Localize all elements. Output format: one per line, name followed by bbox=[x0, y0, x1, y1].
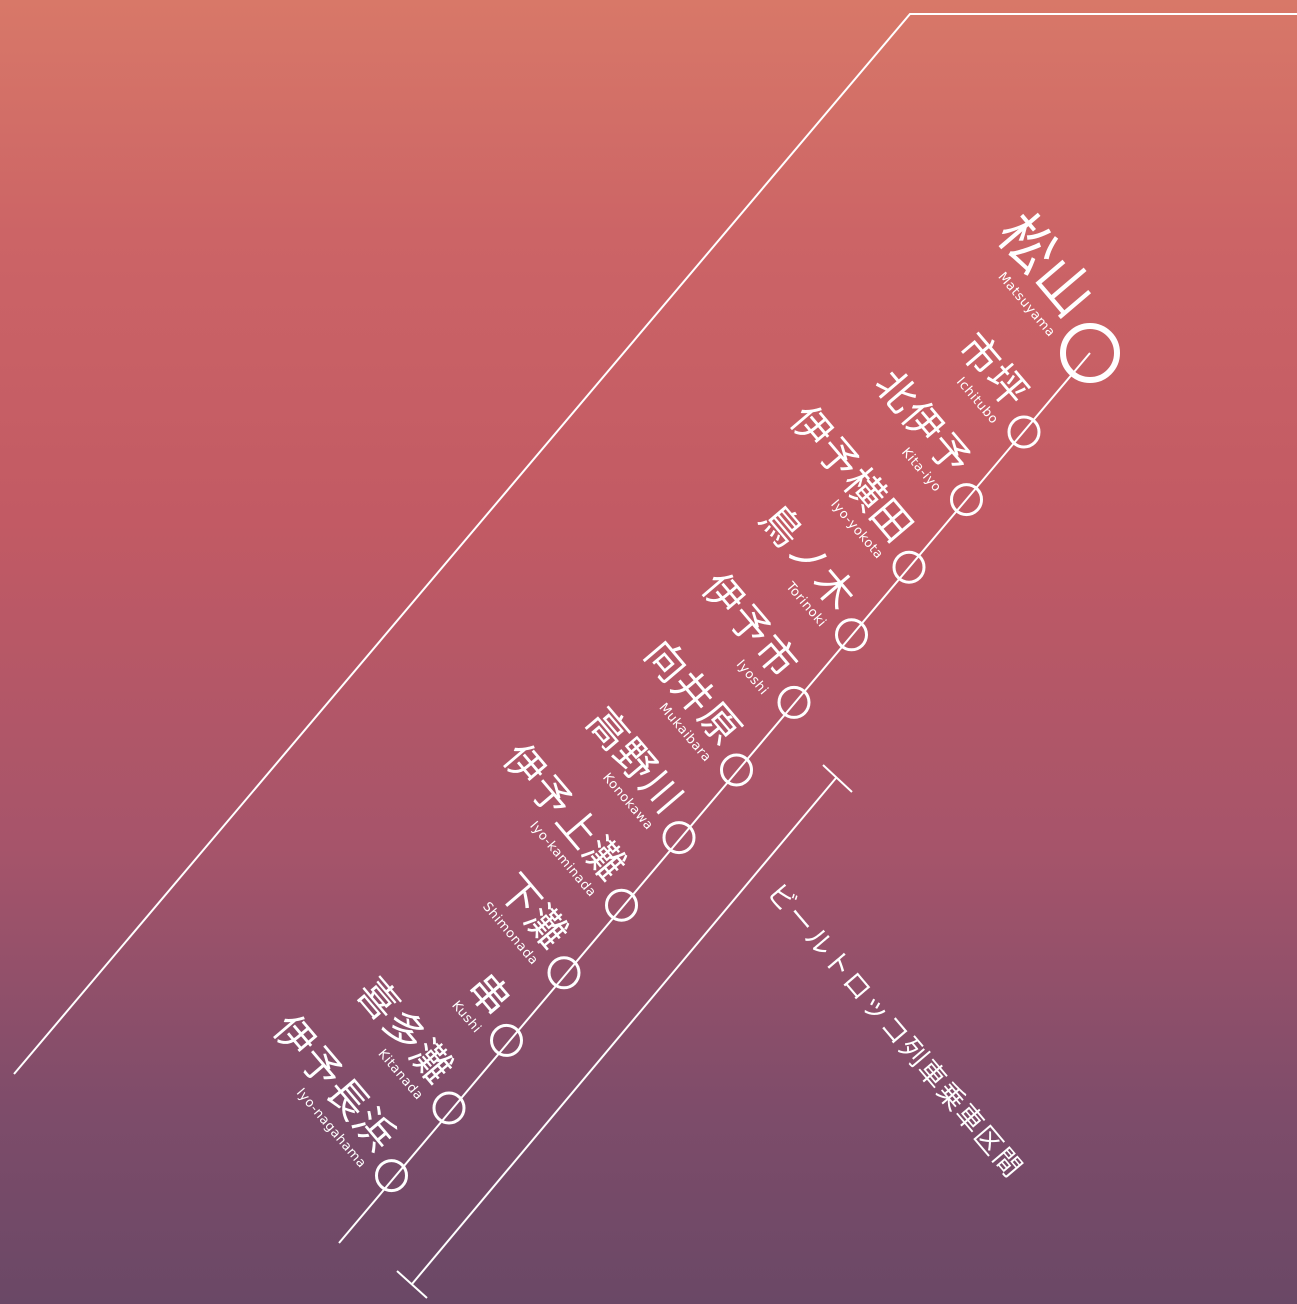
station-marker bbox=[605, 888, 638, 922]
route-line bbox=[338, 352, 1091, 1244]
station-marker bbox=[547, 956, 581, 990]
station-marker bbox=[835, 618, 868, 652]
station-marker bbox=[777, 685, 811, 719]
station-marker bbox=[375, 1159, 408, 1193]
station-marker bbox=[720, 753, 753, 787]
terminal-station-marker bbox=[1060, 323, 1120, 383]
frame-line bbox=[13, 13, 1297, 1075]
station-marker bbox=[490, 1023, 523, 1057]
section-bracket bbox=[396, 764, 853, 1299]
station-marker bbox=[662, 821, 696, 855]
station-marker bbox=[950, 483, 983, 517]
station-marker bbox=[432, 1091, 466, 1125]
station-marker bbox=[892, 550, 926, 584]
station-marker bbox=[1007, 415, 1041, 449]
station-markers bbox=[375, 323, 1120, 1193]
